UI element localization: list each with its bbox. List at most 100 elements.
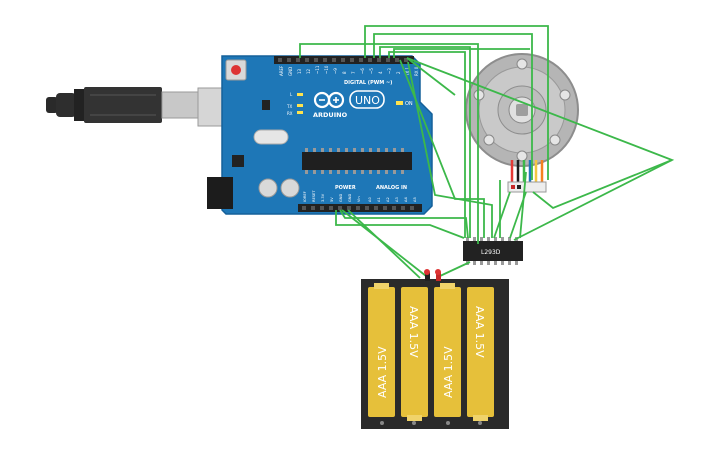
wire-gnd-to-driver[interactable] (299, 43, 479, 244)
l293d-label: L293D (481, 249, 501, 256)
usb-cable-strain-tip (46, 97, 58, 113)
wire-motor-to-driver-b[interactable] (493, 191, 511, 239)
pin-label-gnd: GND (288, 67, 293, 76)
svg-text:Vin: Vin (357, 196, 361, 202)
positive-terminal-tip (435, 269, 441, 275)
pin-label-3: ~3 (387, 68, 392, 74)
uno-model-text: UNO (355, 94, 380, 107)
svg-text:RESET: RESET (312, 190, 316, 202)
led-tx (297, 104, 303, 107)
led-label-rx: RX (287, 111, 293, 116)
mount-screw-top (516, 58, 528, 70)
arduino-uno-board[interactable]: AREF GND 13 12 ~11 ~10 ~9 8 7 ~6 ~5 4 ~3… (207, 55, 433, 215)
wires (299, 25, 675, 279)
capacitor-right (280, 178, 300, 198)
usb-interface-chip (262, 100, 270, 110)
led-label-on: ON (405, 101, 413, 107)
wire-pin4-to-driver[interactable] (388, 51, 466, 238)
mount-screw-bottom (516, 150, 528, 162)
pin-label-12: 12 (306, 68, 311, 74)
pin-label-9: ~9 (333, 68, 338, 74)
wire-pin7-to-motor[interactable] (364, 25, 549, 180)
analog-pin-labels: A0 A1 A2 A3 A4 A5 (368, 197, 417, 202)
wire-pin3-bus[interactable] (393, 48, 530, 58)
uno-badge (349, 90, 385, 109)
battery-cell-3: AAA 1.5V (434, 283, 461, 417)
analog-header-label: ANALOG IN (376, 185, 407, 191)
usb-cable-collar (74, 89, 84, 121)
mount-screw-left (473, 89, 485, 101)
pin-label-11: ~11 (315, 65, 320, 74)
svg-text:5V: 5V (330, 197, 334, 202)
pin-label-6: ~6 (360, 68, 365, 74)
digital-header-label: DIGITAL (PWM ~) (344, 80, 392, 86)
atmega-chip (302, 152, 412, 170)
pin-label-2: 2 (396, 71, 401, 74)
battery-cell-1-label: AAA 1.5V (376, 346, 389, 398)
wire-motor-encoder[interactable] (519, 171, 527, 239)
wire-gnd-bus[interactable] (339, 209, 469, 239)
negative-terminal-wire (425, 272, 430, 281)
battery-cell-2: AAA 1.5V (401, 287, 428, 421)
pin-label-4: 4 (378, 71, 383, 74)
mount-screw-lower-left (483, 134, 495, 146)
pin-label-8: 8 (342, 71, 347, 74)
l293d-driver-chip[interactable]: L293D (463, 237, 523, 265)
arduino-logo: ARDUINO UNO (313, 90, 385, 119)
infinity-right-icon (327, 91, 345, 109)
power-pin-labels: IOREF RESET 3.3V 5V GND GND Vin (303, 190, 361, 202)
wire-pin-to-driver-mid[interactable] (399, 59, 485, 238)
wire-motor-return[interactable] (532, 159, 673, 210)
digital-pin-labels: AREF GND 13 12 ~11 ~10 ~9 8 7 ~6 ~5 4 ~3… (279, 65, 419, 77)
battery-cell-4-label: AAA 1.5V (473, 306, 486, 358)
reset-button-cap (231, 65, 241, 75)
svg-text:IOREF: IOREF (303, 191, 307, 202)
battery-cell-1: AAA 1.5V (368, 283, 395, 417)
arduino-pcb (221, 55, 433, 215)
dc-barrel-jack (207, 177, 233, 209)
dc-motor[interactable] (465, 53, 579, 193)
svg-text:GND: GND (339, 194, 343, 202)
svg-text:A2: A2 (386, 197, 390, 202)
pin-label-10: ~10 (324, 65, 329, 74)
motor-connector (507, 181, 547, 193)
led-rx (297, 111, 303, 114)
voltage-regulator (232, 155, 244, 167)
led-label-tx: TX (286, 104, 292, 109)
pin-label-1: TX 1 (405, 67, 410, 77)
battery-cell-3-label: AAA 1.5V (442, 346, 455, 398)
crystal-oscillator (253, 129, 289, 145)
svg-text:A3: A3 (395, 197, 399, 202)
wire-pin5-to-driver[interactable] (379, 46, 471, 238)
wire-pin1-stub[interactable] (406, 57, 456, 96)
svg-text:A4: A4 (404, 197, 408, 202)
battery-cell-4: AAA 1.5V (467, 287, 494, 421)
usb-plug-housing (84, 87, 162, 123)
pin-label-0: RX 0 (414, 66, 419, 76)
pin-label-13: 13 (297, 68, 302, 74)
mount-screw-right (559, 89, 571, 101)
led-on (396, 101, 403, 105)
svg-text:GND: GND (348, 194, 352, 202)
negative-terminal-tip (424, 269, 430, 275)
arduino-logo-text: ARDUINO (313, 111, 348, 119)
pin-label-aref: AREF (279, 65, 284, 76)
wire-vin-to-battery[interactable] (347, 209, 421, 279)
pin-label-7: 7 (351, 71, 356, 74)
svg-text:A5: A5 (413, 197, 417, 202)
power-header-label: POWER (335, 185, 356, 191)
wire-5v-to-driver[interactable] (335, 210, 465, 239)
usb-cable[interactable] (46, 87, 237, 127)
capacitor-left (258, 178, 278, 198)
wire-battery-to-driver[interactable] (439, 261, 471, 277)
led-l (297, 93, 303, 96)
battery-pack[interactable]: − + AAA 1.5V AAA 1.5V AAA 1.5V AAA 1.5V (361, 269, 509, 429)
led-label-l: L (290, 92, 293, 97)
svg-text:A0: A0 (368, 197, 372, 202)
battery-cell-2-label: AAA 1.5V (407, 306, 420, 358)
pin-label-5: ~5 (369, 68, 374, 74)
wire-pin-to-driver-right[interactable] (407, 61, 493, 238)
usb-plug-connector (161, 91, 199, 119)
